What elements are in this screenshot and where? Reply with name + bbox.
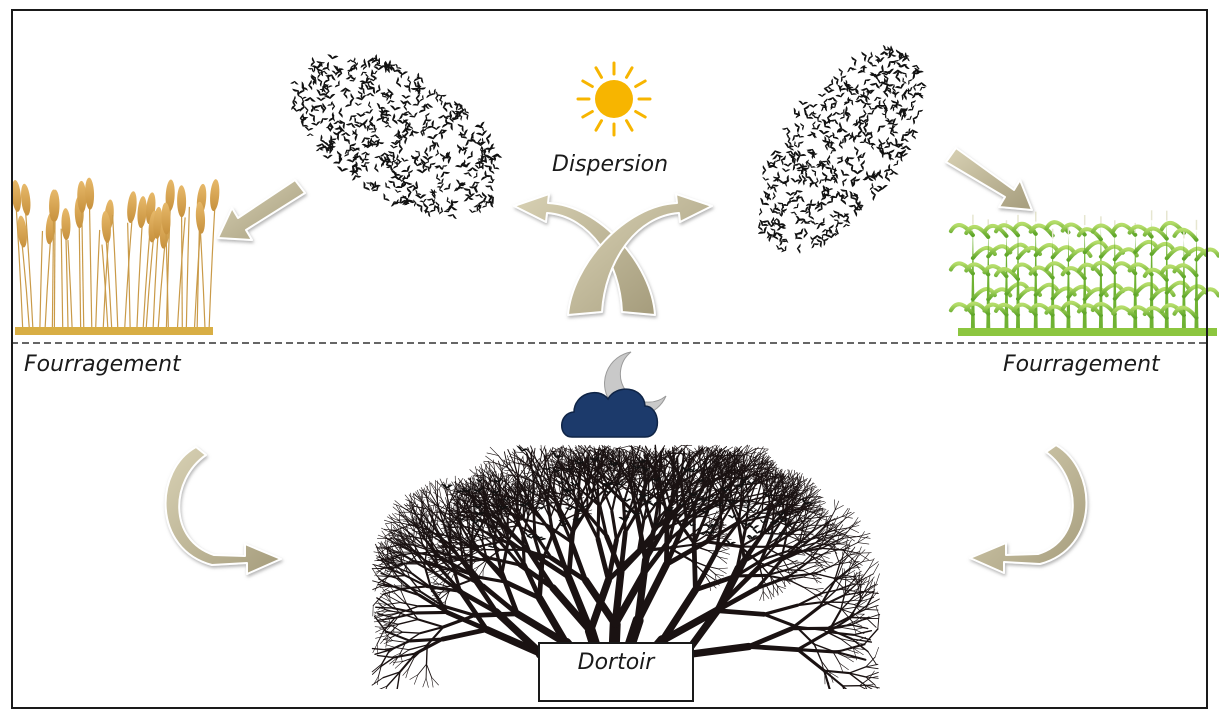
roost-label-box: Dortoir	[538, 642, 694, 702]
roost-label: Dortoir	[540, 650, 692, 675]
dispersion-label: Dispersion	[552, 152, 668, 177]
foraging-label-right: Fourragement	[1003, 352, 1160, 377]
foraging-label-left: Fourragement	[24, 352, 181, 377]
